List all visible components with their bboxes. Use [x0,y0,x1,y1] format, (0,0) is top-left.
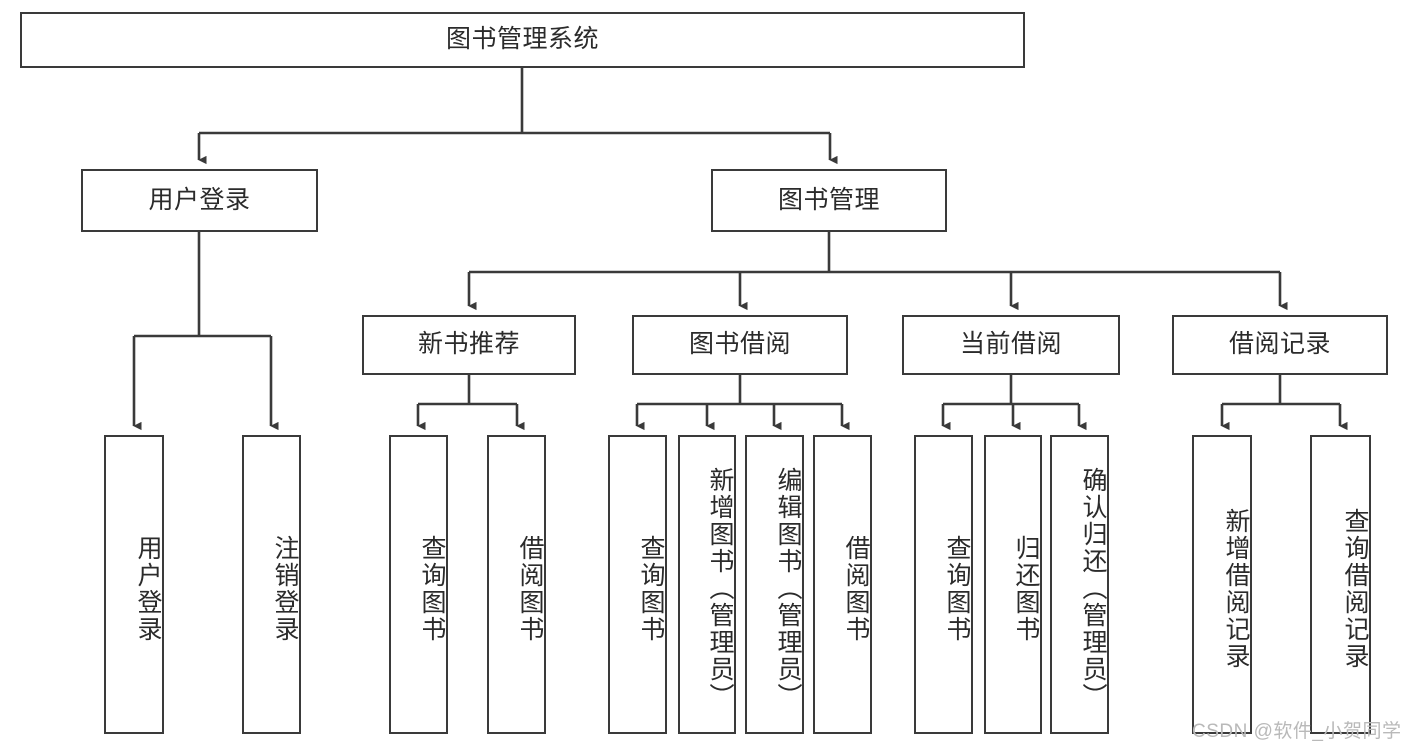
node-book-borrow[interactable]: 图书借阅 [632,315,848,375]
node-current-borrow[interactable]: 当前借阅 [902,315,1120,375]
node-book-management[interactable]: 图书管理 [711,169,947,232]
node-new-book-recommend-label: 新书推荐 [417,330,520,359]
edges-records-to-leaves [1220,375,1348,431]
leaf-return-books-label: 归还图书 [1012,534,1040,643]
leaf-return-books[interactable]: 归还图书 [984,435,1042,734]
leaf-query-books-recommend[interactable]: 查询图书 [389,435,448,734]
leaf-query-books-recommend-label: 查询图书 [418,534,446,643]
leaf-query-borrow-record-label: 查询借阅记录 [1341,507,1369,670]
leaf-query-books-borrow-label: 查询图书 [637,534,665,643]
leaf-borrow-books[interactable]: 借阅图书 [813,435,872,734]
leaf-logout[interactable]: 注销登录 [242,435,301,734]
leaf-add-borrow-record[interactable]: 新增借阅记录 [1192,435,1252,734]
node-new-book-recommend[interactable]: 新书推荐 [362,315,576,375]
leaf-user-login-label: 用户登录 [134,534,162,643]
leaf-confirm-return-admin[interactable]: 确认归还（管理员） [1050,435,1109,734]
node-borrow-records-label: 借阅记录 [1228,330,1331,359]
edges-borrow-to-leaves [635,375,850,431]
leaf-user-login[interactable]: 用户登录 [104,435,164,734]
node-user-login-label: 用户登录 [148,185,251,214]
leaf-logout-label: 注销登录 [271,534,299,643]
leaf-borrow-books-recommend-label: 借阅图书 [516,534,544,643]
leaf-query-borrow-record[interactable]: 查询借阅记录 [1310,435,1371,734]
node-borrow-records[interactable]: 借阅记录 [1172,315,1388,375]
leaf-add-book-admin[interactable]: 新增图书（管理员） [678,435,736,734]
edges-books-to-level3 [467,232,1288,311]
edges-login-to-leaves [132,232,279,431]
node-current-borrow-label: 当前借阅 [959,330,1062,359]
node-root[interactable]: 图书管理系统 [20,12,1025,68]
leaf-query-books-current-label: 查询图书 [943,534,971,643]
leaf-add-borrow-record-label: 新增借阅记录 [1222,507,1250,670]
node-book-borrow-label: 图书借阅 [688,330,791,359]
edges-root-to-level2 [197,68,838,165]
node-user-login[interactable]: 用户登录 [81,169,318,232]
leaf-confirm-return-admin-label: 确认归还（管理员） [1079,467,1107,710]
edges-newbooks-to-leaves [416,375,525,431]
leaf-borrow-books-recommend[interactable]: 借阅图书 [487,435,546,734]
leaf-query-books-borrow[interactable]: 查询图书 [608,435,667,734]
leaf-borrow-books-label: 借阅图书 [842,534,870,643]
leaf-query-books-current[interactable]: 查询图书 [914,435,973,734]
leaf-add-book-admin-label: 新增图书（管理员） [706,467,734,710]
node-book-management-label: 图书管理 [777,185,880,214]
csdn-watermark: CSDN @软件_小贺同学 [1192,721,1402,742]
leaf-edit-book-admin[interactable]: 编辑图书（管理员） [745,435,804,734]
leaf-edit-book-admin-label: 编辑图书（管理员） [774,467,802,710]
node-root-label: 图书管理系统 [445,25,599,54]
edges-current-to-leaves [941,375,1087,431]
